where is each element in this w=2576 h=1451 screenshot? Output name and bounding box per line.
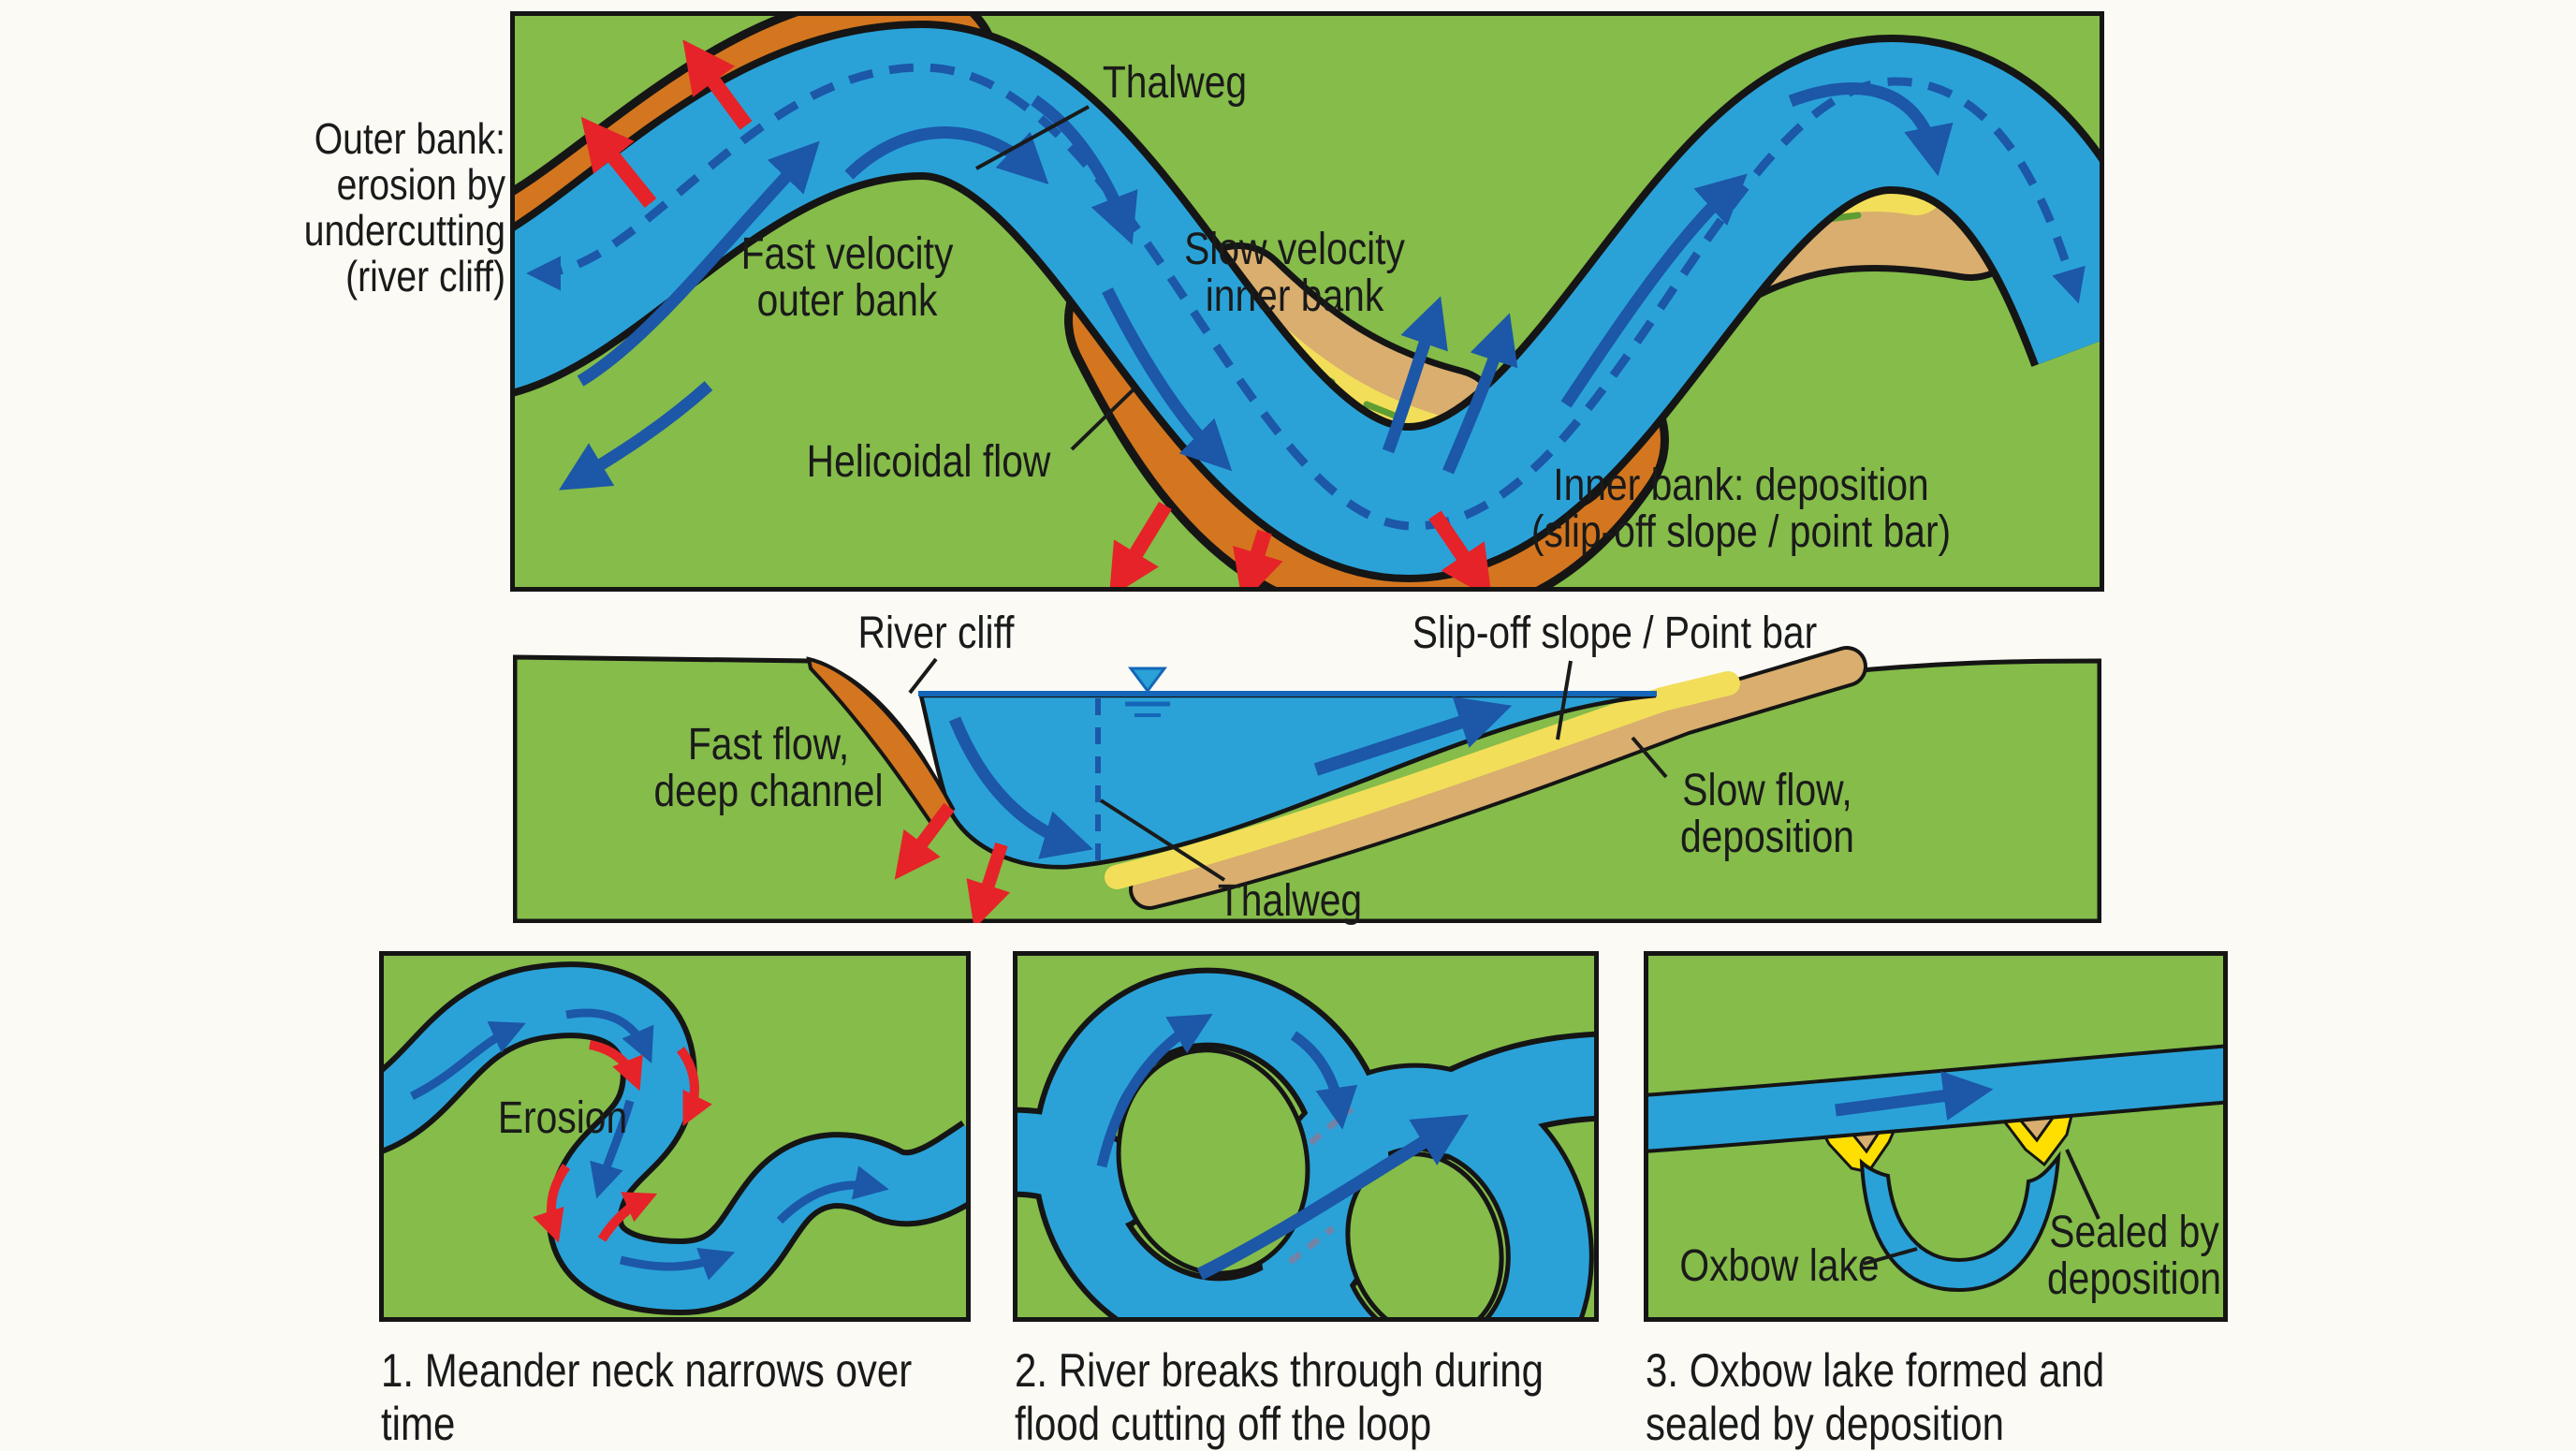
stage-panel-2 — [1013, 951, 1599, 1322]
surface-flow-arrow — [1313, 696, 1513, 776]
leader-lines — [908, 657, 1573, 740]
erosion-arrows — [894, 802, 1011, 923]
slow-flow-line: Slow flow, — [1682, 766, 1852, 815]
inner-bank-line: (slip-off slope / point bar) — [1530, 507, 1952, 557]
oxbow-lake-shape — [1859, 1151, 2061, 1293]
inner-bank-label: Inner bank: deposition (slip-off slope /… — [1531, 462, 1951, 556]
river-path — [510, 20, 2104, 583]
stage1-caption-line: time — [381, 1398, 456, 1450]
sealed-line: deposition — [2046, 1254, 2222, 1304]
sealed-line: Sealed by — [2049, 1208, 2219, 1257]
slow-flow-leader-line — [1631, 736, 1668, 779]
fast-flow-label: Fast flow, deep channel — [653, 722, 883, 815]
outer-bank-label-line: (river cliff) — [345, 252, 505, 300]
outer-bank-label: Outer bank: erosion by undercutting (riv… — [259, 114, 505, 300]
fast-flow-line: deep channel — [653, 767, 884, 816]
stage3-caption-line: 3. Oxbow lake formed and — [1646, 1344, 2105, 1397]
slow-velocity-line: inner bank — [1205, 271, 1384, 321]
erosion-arrows — [533, 1040, 712, 1243]
stage1-caption: 1. Meander neck narrows over time — [381, 1344, 912, 1451]
fast-velocity-label: Fast velocity outer bank — [741, 231, 954, 325]
outer-bank-label-line: undercutting — [303, 206, 505, 255]
slow-velocity-label: Slow velocity inner bank — [1184, 227, 1405, 320]
flow-arrows — [1096, 1014, 1470, 1281]
water-level-icon — [1125, 667, 1170, 717]
point-bar-yellow-band — [1105, 671, 1740, 889]
flow-arrow — [1835, 1071, 1994, 1121]
leader-lines — [975, 105, 1135, 451]
oxbow-lake-label: Oxbow lake — [1679, 1241, 1880, 1291]
thalweg-cross-section-label: Thalweg — [1217, 876, 1363, 926]
inner-bank-line: Inner bank: deposition — [1553, 461, 1929, 510]
stage3-caption-line: sealed by deposition — [1646, 1398, 2004, 1450]
fast-velocity-line: outer bank — [756, 276, 938, 326]
stage2-caption-line: 2. River breaks through during — [1015, 1344, 1544, 1397]
slow-flow-label: Slow flow, deposition — [1680, 768, 1854, 861]
outer-bank-label-line: Outer bank: — [314, 114, 505, 163]
thalweg-label: Thalweg — [1102, 58, 1248, 108]
point-bar-tan-band — [1133, 650, 1864, 906]
helicoidal-flow-arrows — [559, 82, 1954, 491]
cross-section-panel — [513, 646, 2101, 923]
stage2-caption: 2. River breaks through during flood cut… — [1015, 1344, 1544, 1451]
slow-velocity-line: Slow velocity — [1184, 225, 1405, 274]
helicoidal-flow-label: Helicoidal flow — [806, 437, 1051, 487]
slip-off-slope-label: Slip-off slope / Point bar — [1412, 608, 1818, 658]
outer-bank-label-line: erosion by — [336, 160, 505, 209]
slow-flow-line: deposition — [1679, 813, 1855, 862]
stage2-caption-line: flood cutting off the loop — [1015, 1398, 1432, 1450]
plunge-flow-arrow — [948, 716, 1093, 859]
stage3-caption: 3. Oxbow lake formed and sealed by depos… — [1646, 1344, 2104, 1451]
river-path — [379, 961, 971, 1316]
fast-velocity-line: Fast velocity — [740, 229, 954, 279]
stage1-caption-line: 1. Meander neck narrows over — [381, 1344, 913, 1397]
fast-flow-line: Fast flow, — [687, 720, 850, 769]
stage3-border — [1644, 951, 2228, 1322]
top-panel — [510, 11, 2104, 592]
stage2-border — [1013, 951, 1599, 1322]
flow-arrows — [409, 1008, 889, 1281]
sealed-by-deposition-label: Sealed by deposition — [2047, 1209, 2221, 1303]
erosion-arrows — [580, 39, 1492, 592]
stage1-border — [379, 951, 971, 1322]
stage-panel-3 — [1644, 951, 2228, 1322]
river-path — [1013, 967, 1599, 1322]
leader-lines — [1863, 1149, 2100, 1266]
river-cliff-label: River cliff — [857, 608, 1015, 658]
stage-panel-1 — [379, 951, 971, 1322]
erosion-label: Erosion — [497, 1093, 628, 1143]
thalweg-leader-line — [1099, 799, 1226, 882]
top-panel-border — [510, 11, 2104, 592]
